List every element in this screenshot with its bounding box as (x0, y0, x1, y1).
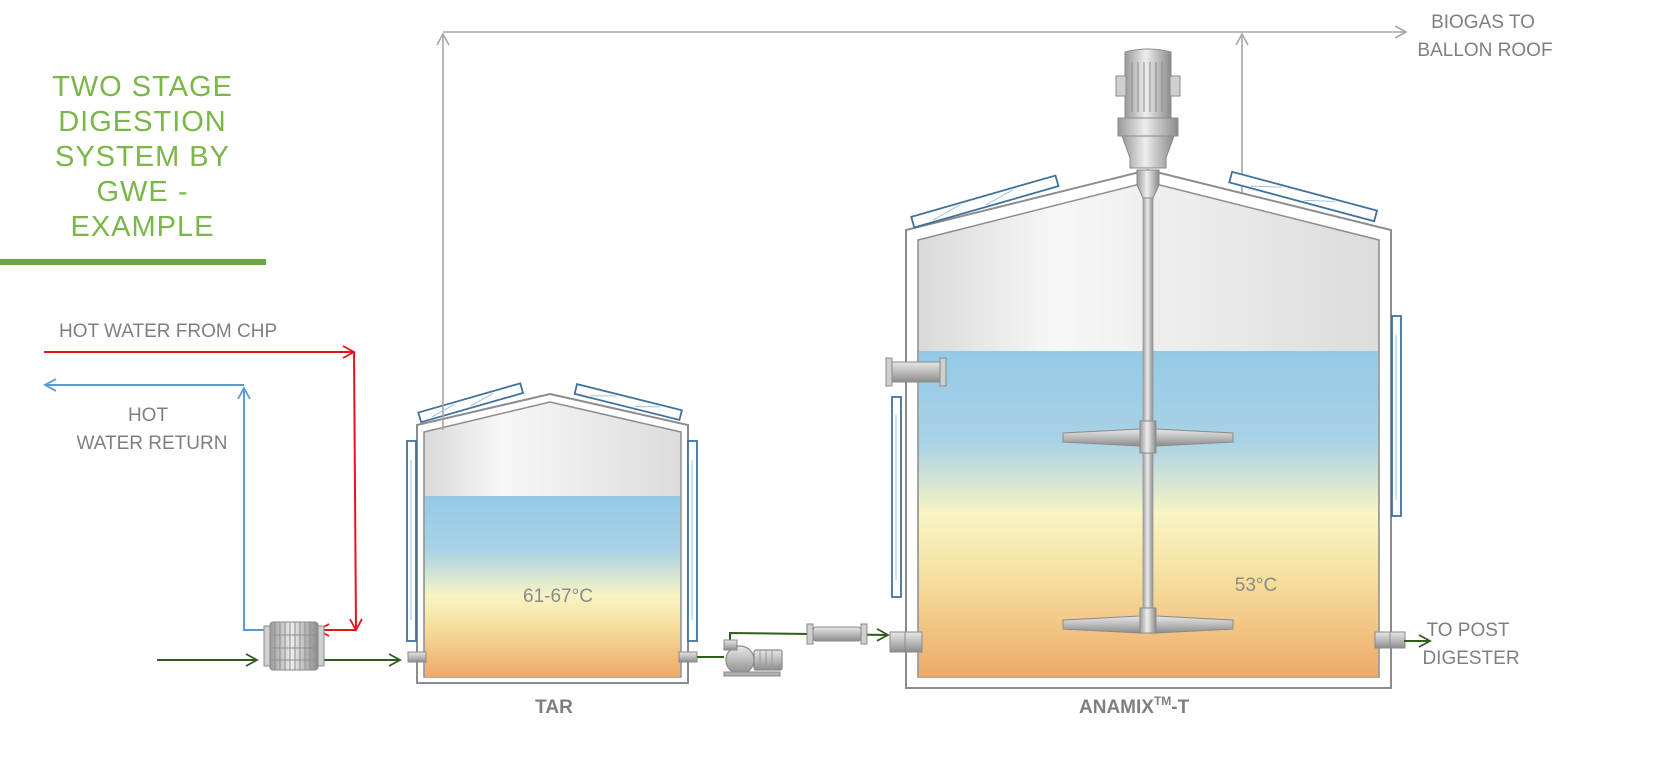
biogas-label-1: BIOGAS TO (1431, 12, 1535, 33)
anamix-outlet-nozzle (1374, 631, 1406, 649)
anamix-roof-solar-panels (910, 170, 1379, 229)
hot-water-from-chp-label: HOT WATER FROM CHP (59, 321, 277, 342)
page-title: TWO STAGE DIGESTION SYSTEM BY GWE - EXAM… (20, 70, 265, 245)
anamix-label-tm: TM (1154, 694, 1171, 708)
tar-inlet-nozzle (407, 651, 427, 663)
tar-tank (416, 392, 689, 684)
pump-icon (723, 639, 783, 677)
anamix-label: ANAMIXTM-T (1079, 694, 1190, 718)
post-digester-label-1: TO POST (1426, 620, 1509, 641)
anamix-inlet-nozzle (889, 631, 923, 653)
tar-label: TAR (535, 697, 573, 718)
tar-temperature: 61-67°C (523, 586, 593, 607)
hot-water-return-label-2: WATER RETURN (77, 433, 228, 454)
anamix-temperature: 53°C (1235, 575, 1277, 596)
title-line-4: GWE - (96, 176, 189, 208)
tar-liquid (425, 496, 680, 677)
anamix-wall-heaters (891, 315, 1402, 598)
hot-water-return-line (43, 378, 266, 631)
anamix-label-suffix: -T (1171, 697, 1189, 718)
anamix-side-manway (885, 357, 947, 387)
title-line-3: SYSTEM BY (55, 141, 230, 173)
tar-roof-solar-panels (417, 382, 683, 424)
title-line-1: TWO STAGE (52, 71, 233, 103)
flow-meter-icon (806, 623, 868, 645)
hot-water-return-label-1: HOT (128, 405, 169, 426)
biogas-label-2: BALLON ROOF (1417, 40, 1552, 61)
heat-exchanger-icon (263, 621, 325, 671)
anamix-label-main: ANAMIX (1079, 697, 1154, 718)
title-underline (0, 259, 266, 265)
agitator-motor-icon (1115, 48, 1181, 169)
tar-outlet-nozzle (678, 651, 698, 663)
post-digester-label-2: DIGESTER (1422, 648, 1519, 669)
hot-water-supply-line (44, 345, 363, 637)
title-line-5: EXAMPLE (70, 211, 215, 243)
tar-wall-heaters (406, 440, 698, 642)
mixer-shaft-icon (1062, 169, 1234, 634)
title-line-2: DIGESTION (58, 106, 227, 138)
